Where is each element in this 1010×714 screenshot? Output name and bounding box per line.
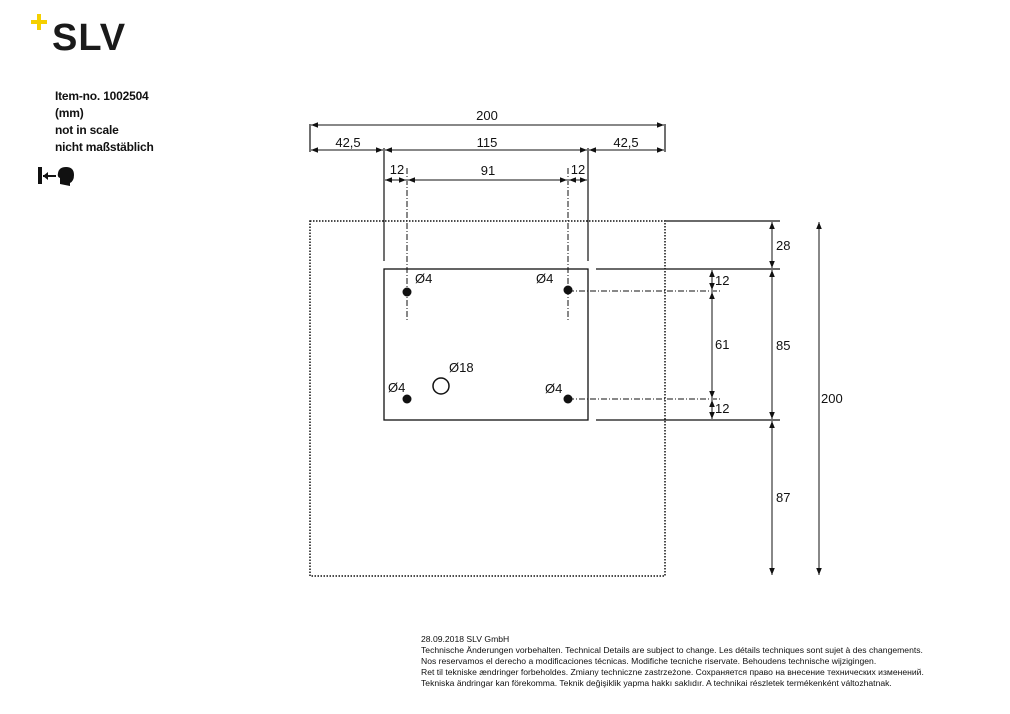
dim-hole-vertical-spacing: 61 [715, 337, 729, 352]
dim-hole-offset-bottom: 12 [715, 401, 729, 416]
hole-bottom-left [402, 394, 412, 404]
dim-left-margin: 42,5 [335, 135, 360, 150]
hole-label-top-right: Ø4 [536, 271, 553, 286]
dim-hole-offset-top: 12 [715, 273, 729, 288]
footer-line-2: Nos reservamos el derecho a modificacion… [421, 656, 877, 666]
scale-note-de: nicht maßstäblich [55, 140, 154, 154]
hole-label-bottom-left: Ø4 [388, 380, 405, 395]
footer-line-1: Technische Änderungen vorbehalten. Techn… [421, 645, 923, 655]
footer-line-4: Tekniska ändringar kan förekomma. Teknik… [421, 678, 892, 688]
hole-label-top-left: Ø4 [415, 271, 432, 286]
dim-total-width: 200 [476, 108, 498, 123]
dim-hole-spacing: 91 [481, 163, 495, 178]
hole-top-left [402, 287, 412, 297]
unit-label: (mm) [55, 106, 84, 120]
dim-plate-width: 115 [477, 135, 498, 150]
hole-label-bottom-right: Ø4 [545, 381, 562, 396]
mounting-plate [383, 268, 589, 421]
slv-logo [31, 14, 47, 30]
footer-date-company: 28.09.2018 SLV GmbH [421, 634, 510, 644]
scale-note-en: not in scale [55, 123, 119, 137]
dim-hole-offset-left: 12 [390, 162, 404, 177]
extension-lines [309, 124, 780, 421]
dim-top-margin: 28 [776, 238, 790, 253]
item-number: Item-no. 1002504 [55, 89, 149, 103]
wall-mount-icon [38, 167, 74, 186]
logo-text: SLV [52, 17, 127, 59]
item-info: Item-no. 1002504 (mm) not in scale nicht… [55, 88, 154, 156]
dim-total-height: 200 [821, 391, 843, 406]
cable-entry-hole [432, 377, 450, 395]
footer-disclaimer: 28.09.2018 SLV GmbH Technische Änderunge… [421, 634, 924, 689]
hole-top-right [563, 285, 573, 295]
footer-line-3: Ret til tekniske ændringer forbeholdes. … [421, 667, 924, 677]
dim-bottom-margin: 87 [776, 490, 790, 505]
dim-hole-offset-right: 12 [571, 162, 585, 177]
logo-plus-icon [31, 14, 47, 30]
dim-right-margin: 42,5 [613, 135, 638, 150]
hole-bottom-right [563, 394, 573, 404]
dim-plate-height: 85 [776, 338, 790, 353]
cable-entry-label: Ø18 [449, 360, 474, 375]
